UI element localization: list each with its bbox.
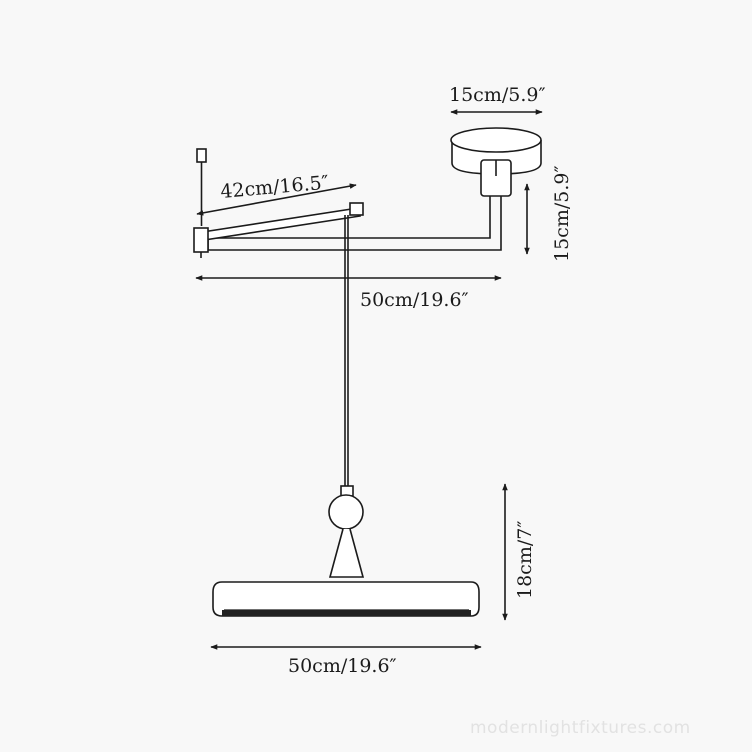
label-overall-width: 50cm/19.6″: [360, 289, 469, 311]
label-canopy-height: 15cm/5.9″: [551, 165, 573, 262]
label-canopy-width: 15cm/5.9″: [449, 84, 546, 106]
watermark: modernlightfixtures.com: [470, 718, 691, 738]
label-arm-length: 42cm/16.5″: [220, 172, 330, 203]
lamp-shade: [212, 581, 480, 617]
suspension-cable: [344, 215, 349, 486]
label-shade-diameter: 50cm/19.6″: [288, 655, 397, 677]
ceiling-canopy: [450, 127, 542, 197]
label-shade-height: 18cm/7″: [514, 521, 536, 599]
dim-line-arm-length: [196, 183, 357, 216]
ball-joint: [328, 485, 365, 578]
